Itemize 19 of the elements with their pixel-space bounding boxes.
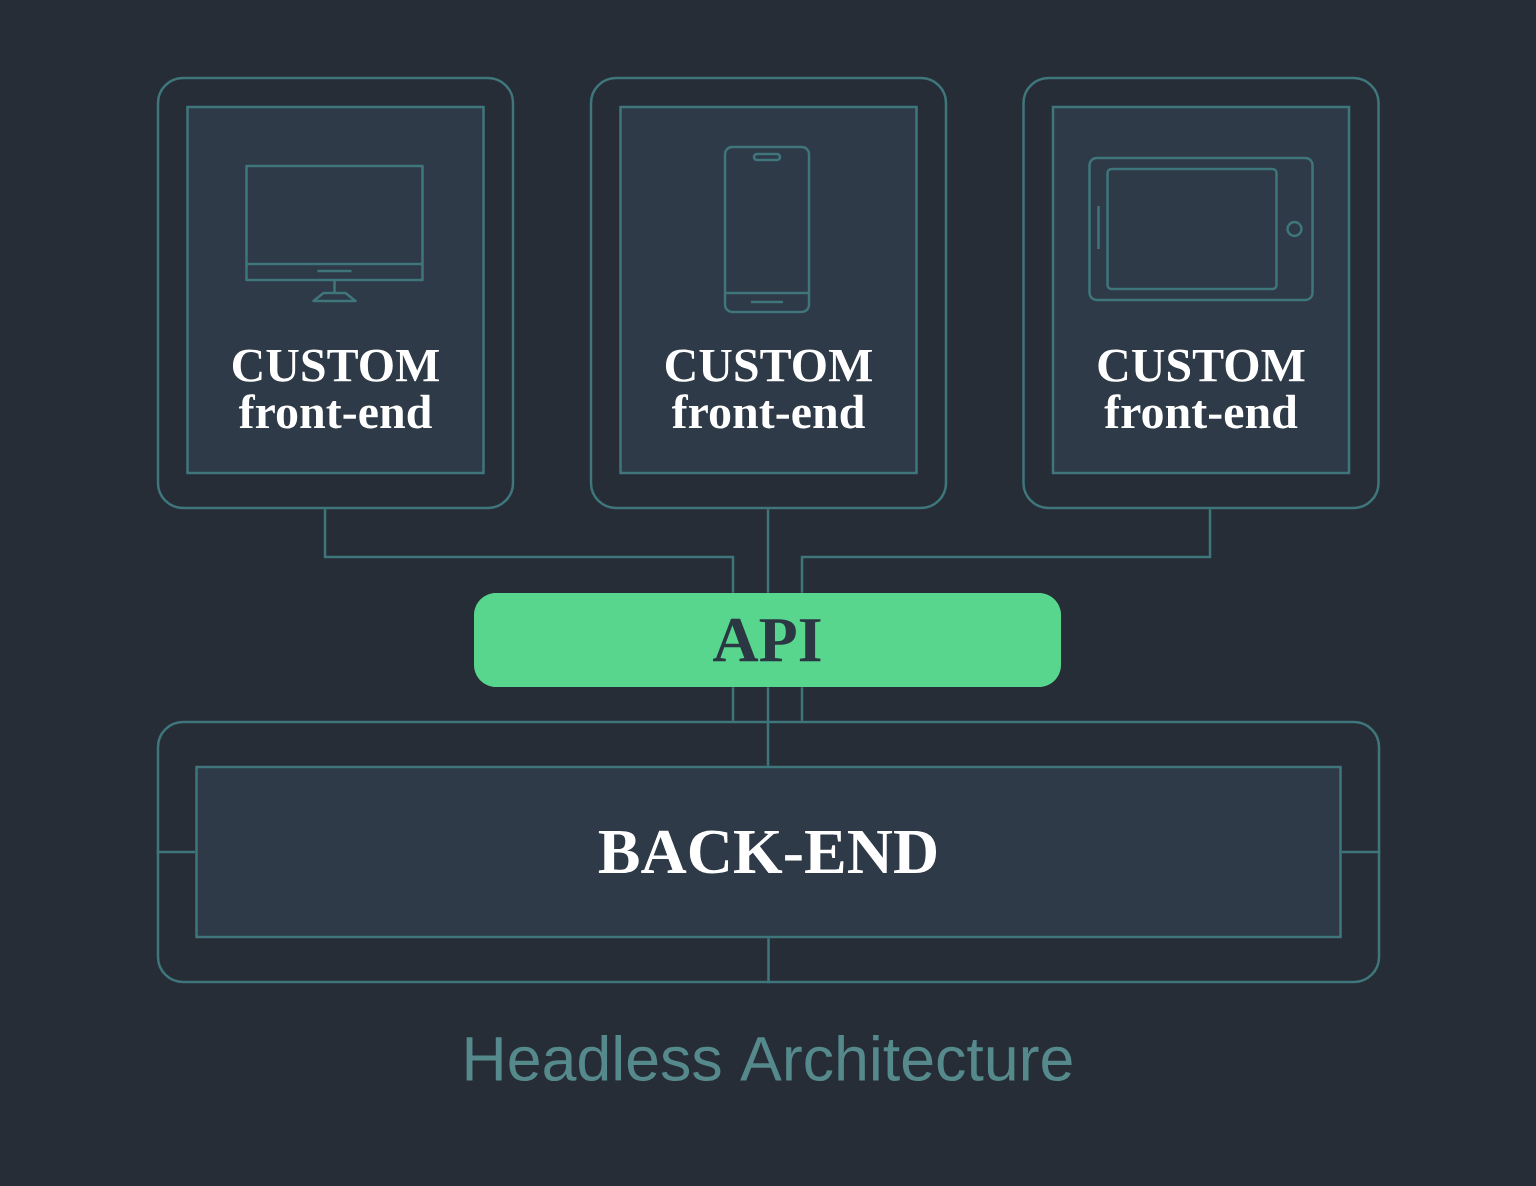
pill-box: API — [474, 593, 1061, 687]
connector-line — [156, 850, 196, 854]
connector-line — [800, 687, 804, 721]
caption: Headless Architecture — [466, 1035, 1072, 1081]
device-card: CUSTOM front-end — [1051, 105, 1351, 475]
connector-line — [766, 687, 770, 766]
rounded-frame — [589, 76, 948, 510]
connector-line — [1341, 850, 1381, 854]
rounded-frame — [156, 76, 515, 510]
panel-box: BACK-END — [195, 765, 1342, 939]
device-card: CUSTOM front-end — [619, 105, 918, 475]
device-card: CUSTOM front-end — [186, 105, 485, 475]
connector-line — [800, 509, 1212, 593]
connector-line — [323, 509, 735, 593]
connector-line — [767, 938, 770, 984]
rounded-frame — [156, 720, 1381, 984]
connector-line — [731, 687, 735, 721]
connector-line — [766, 509, 770, 593]
rounded-frame — [1022, 76, 1380, 510]
